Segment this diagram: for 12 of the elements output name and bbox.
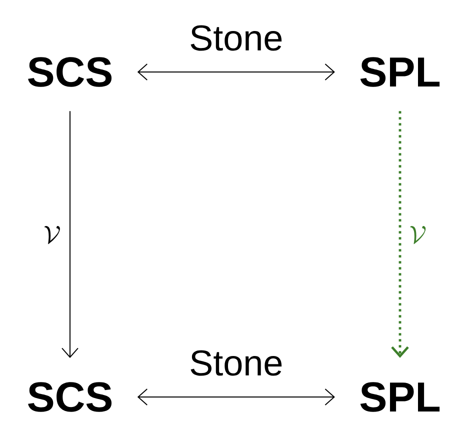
category-label: SPL — [360, 382, 440, 412]
edge-label: Stone — [190, 350, 282, 376]
arrow — [62, 110, 78, 358]
edge-label: Stone — [190, 25, 282, 51]
category-label: SPL — [360, 57, 440, 87]
category-label: SCS — [28, 57, 112, 87]
category-label: SCS — [28, 382, 112, 412]
arrow — [137, 64, 335, 80]
arrow — [391, 111, 409, 358]
edge-label: $\mathcal{V}$ — [44, 226, 60, 244]
edge-label: $\mathcal{V}$ — [410, 226, 426, 244]
arrow — [137, 388, 335, 406]
